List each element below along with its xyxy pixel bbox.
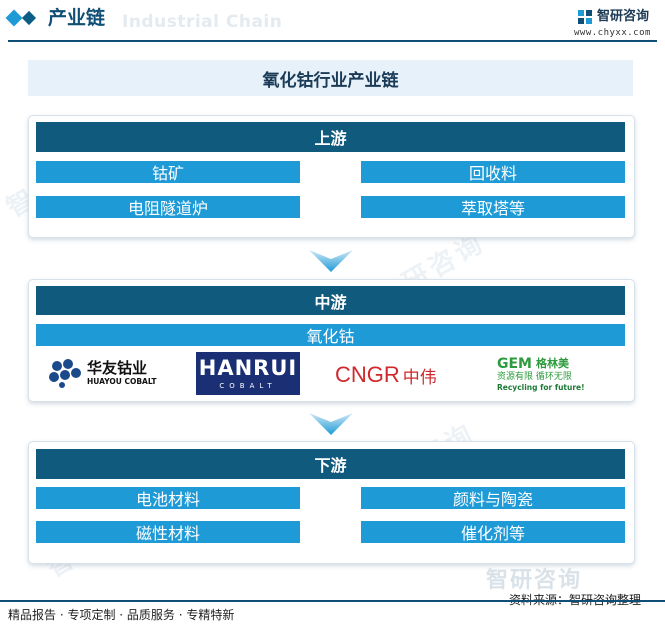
downstream-header: 下游 bbox=[36, 449, 625, 479]
brand-url: www.chyxx.com bbox=[574, 28, 651, 38]
cngr-logo-subtext: 中伟 bbox=[402, 367, 437, 388]
logo-cngr: CNGR 中伟 bbox=[335, 362, 455, 388]
page-title: 氧化钴行业产业链 bbox=[262, 70, 399, 91]
midstream-header: 中游 bbox=[36, 286, 625, 315]
downstream-item: 颜料与陶瓷 bbox=[361, 487, 625, 509]
logo-hanrui: HANRUI COBALT bbox=[196, 352, 300, 395]
huayou-logo-icon bbox=[49, 359, 81, 388]
footer-divider bbox=[0, 600, 665, 602]
header-diamond-icon bbox=[5, 9, 23, 27]
header-title: 产业链 bbox=[48, 7, 106, 29]
gem-logo-slogan: 资源有限 循环无限 bbox=[497, 372, 572, 382]
downstream-item: 磁性材料 bbox=[36, 521, 300, 543]
gem-logo-cn: 格林美 bbox=[536, 357, 569, 370]
upstream-header: 上游 bbox=[36, 122, 625, 152]
huayou-logo-text: 华友钴业 bbox=[87, 358, 148, 377]
upstream-item: 回收料 bbox=[361, 161, 625, 183]
header-divider bbox=[8, 40, 657, 42]
header-watermark: Industrial Chain bbox=[122, 12, 283, 32]
gem-logo-text: GEM bbox=[497, 356, 532, 372]
hanrui-logo-text: HANRUI bbox=[198, 356, 298, 380]
upstream-item: 电阻隧道炉 bbox=[36, 196, 300, 218]
gem-logo-tagline: Recycling for future! bbox=[497, 383, 585, 392]
page-title-band: 氧化钴行业产业链 bbox=[28, 60, 633, 96]
upstream-item: 萃取塔等 bbox=[361, 196, 625, 218]
cngr-logo-text: CNGR bbox=[335, 362, 400, 387]
header-diamond-icon bbox=[21, 10, 37, 26]
logo-huayou: 华友钴业 HUAYOU COBALT bbox=[48, 356, 176, 390]
footer-watermark: 智研咨询 bbox=[486, 568, 583, 593]
hanrui-logo-subtext: COBALT bbox=[219, 382, 277, 390]
flow-arrow-icon bbox=[309, 250, 353, 272]
brand-logo-icon bbox=[578, 10, 592, 24]
flow-arrow-icon bbox=[309, 413, 353, 435]
downstream-item: 电池材料 bbox=[36, 487, 300, 509]
footer-slogan: 精品报告 · 专项定制 · 品质服务 · 专精特新 bbox=[8, 608, 235, 622]
brand-logo-text: 智研咨询 bbox=[597, 9, 650, 24]
downstream-item: 催化剂等 bbox=[361, 521, 625, 543]
logo-gem: GEM 格林美 资源有限 循环无限 Recycling for future! bbox=[497, 356, 607, 394]
huayou-logo-subtext: HUAYOU COBALT bbox=[87, 376, 157, 386]
midstream-item: 氧化钴 bbox=[36, 324, 625, 346]
upstream-item: 钴矿 bbox=[36, 161, 300, 183]
